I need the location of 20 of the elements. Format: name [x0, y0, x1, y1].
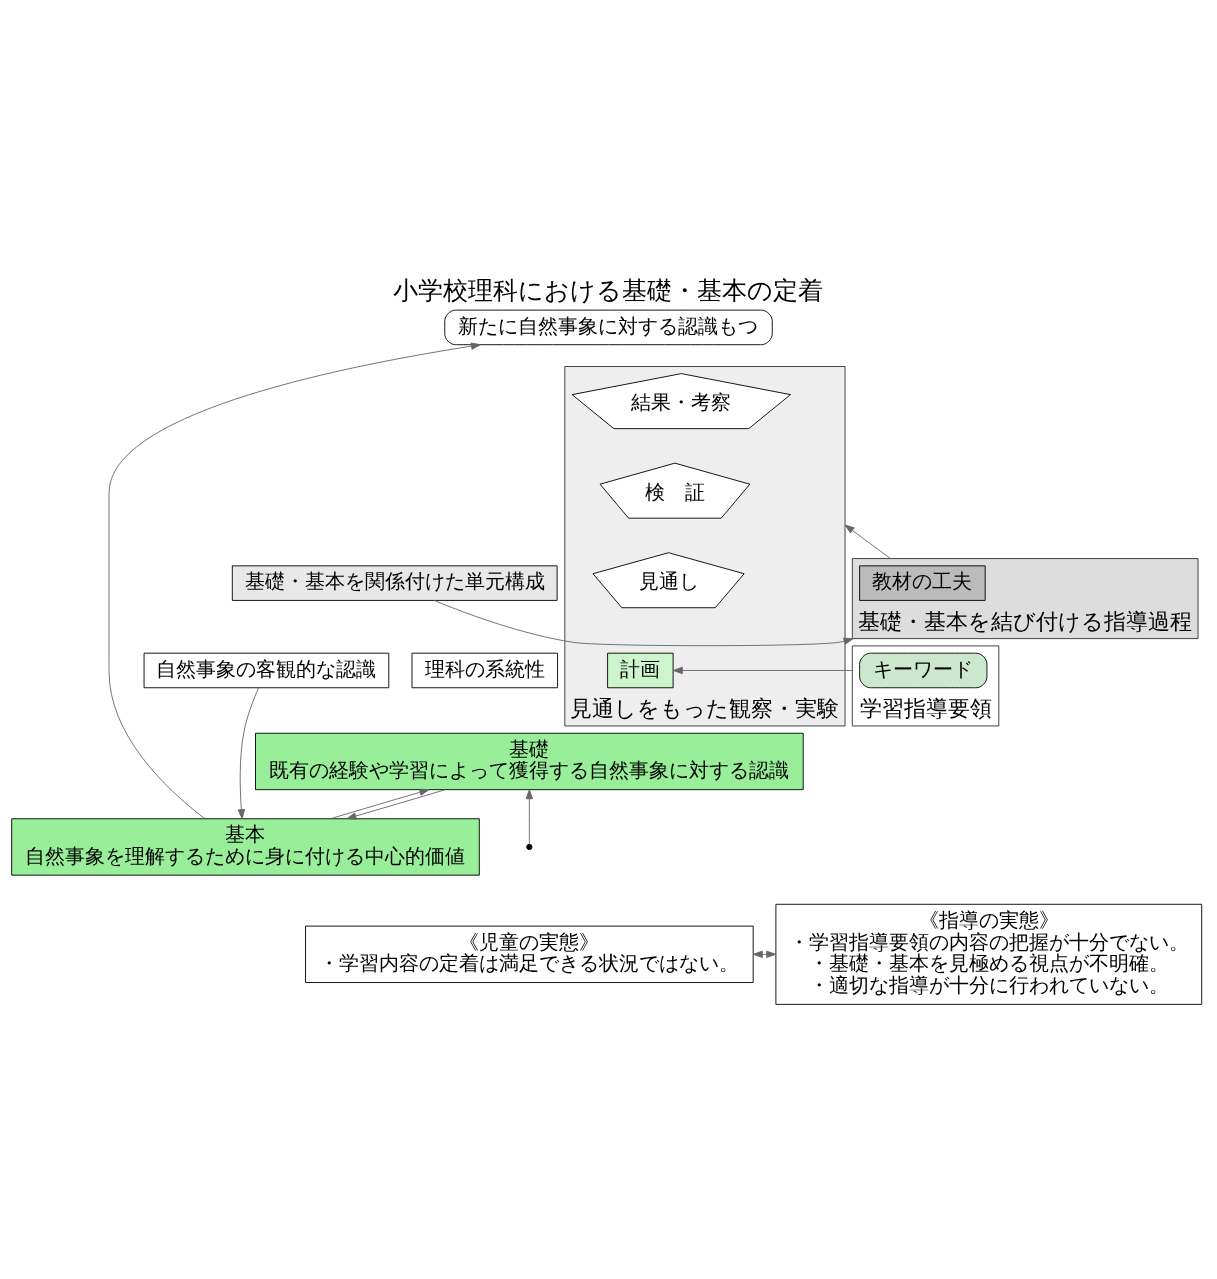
node-box: 教材の工夫: [859, 565, 986, 601]
node-box: 基礎 既有の経験や学習によって獲得する自然事象に対する認識: [255, 732, 804, 791]
node-box: 基本 自然事象を理解するために身に付ける中心的価値: [11, 818, 480, 876]
arrow: [237, 687, 259, 820]
node-box: 理科の系統性: [411, 652, 558, 689]
arrow: [433, 599, 854, 647]
arrow: [330, 788, 430, 820]
arrow: [844, 524, 891, 559]
diagram-title: 小学校理科における基礎・基本の定着: [393, 274, 824, 305]
node-box: 計画: [607, 652, 674, 689]
node-box: キーワード: [859, 652, 988, 689]
node-box: 《指導の実態》 ・学習指導要領の内容の把握が十分でない。 ・基礎・基本を見極める視点が不明確。 ・適切な指導が十分に行われていない。: [775, 903, 1203, 1005]
arrow: [672, 666, 853, 675]
arrow: [525, 789, 533, 845]
node-box: 《児童の実態》 ・学習内容の定着は満足できる状況ではない。: [305, 925, 754, 983]
node-box: 新たに自然事象に対する認識もつ: [444, 309, 773, 346]
arrow: [346, 789, 446, 820]
node-box: 自然事象の客観的な認識: [143, 652, 390, 689]
arrow: [108, 342, 481, 819]
node-box: 基礎・基本を関係付けた単元構成: [231, 565, 558, 601]
